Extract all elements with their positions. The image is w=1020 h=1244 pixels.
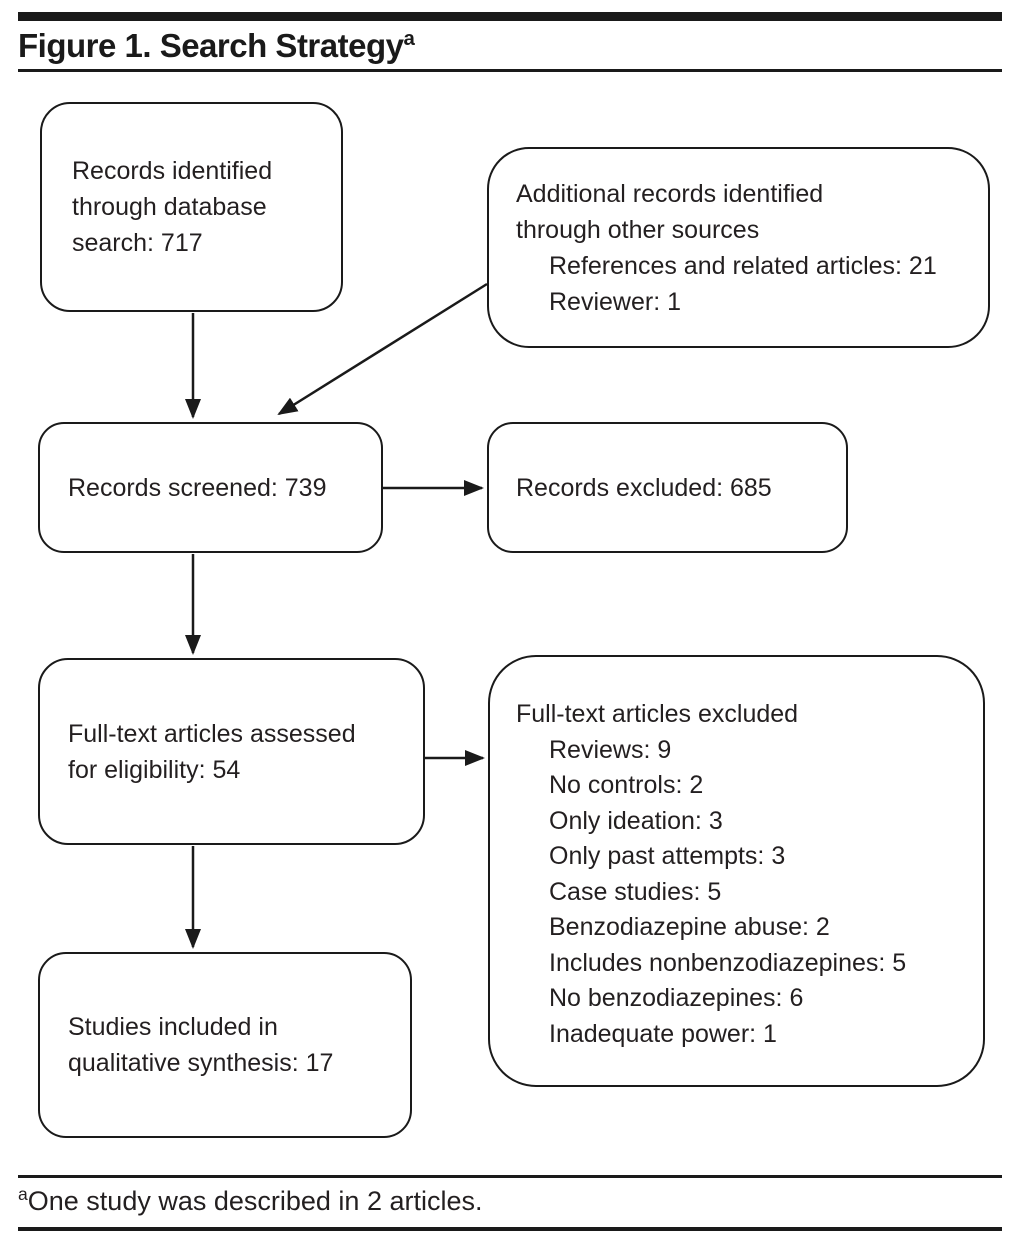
figure-title-text: Figure 1. Search Strategy: [18, 27, 404, 64]
box-line: Case studies: 5: [549, 877, 722, 906]
box-records-excluded: Records excluded: 685: [487, 422, 848, 553]
title-rule: [18, 69, 1002, 72]
box-line: Only ideation: 3: [549, 806, 723, 835]
box-line: Inadequate power: 1: [549, 1019, 777, 1048]
box-line: Reviewer: 1: [549, 288, 681, 316]
box-additional-records: Additional records identified through ot…: [487, 147, 990, 348]
footnote-text: One study was described in 2 articles.: [27, 1186, 483, 1216]
box-studies-included: Studies included in qualitative synthesi…: [38, 952, 412, 1138]
figure-title: Figure 1. Search Strategya: [18, 27, 415, 65]
box-line: References and related articles: 21: [549, 252, 937, 280]
box-fulltext-assessed: Full-text articles assessed for eligibil…: [38, 658, 425, 845]
figure-top-bar: [18, 12, 1002, 21]
box-line: Benzodiazepine abuse: 2: [549, 913, 830, 941]
box-line: Records excluded: 685: [516, 473, 772, 502]
box-line: Additional records identified: [516, 180, 824, 208]
box-line: for eligibility: 54: [68, 755, 241, 784]
box-fulltext-excluded: Full-text articles excluded Reviews: 9 N…: [488, 655, 985, 1087]
box-line: search: 717: [72, 229, 203, 257]
box-line: Includes nonbenzodiazepines: 5: [549, 948, 907, 977]
box-line: No benzodiazepines: 6: [549, 984, 804, 1012]
box-records-identified: Records identified through database sear…: [40, 102, 343, 312]
box-line: Full-text articles assessed: [68, 719, 356, 748]
footnote-rule-top: [18, 1175, 1002, 1178]
box-line: Studies included in: [68, 1013, 278, 1041]
box-line: Only past attempts: 3: [549, 842, 786, 870]
box-line: through other sources: [516, 216, 760, 244]
figure-footnote: aOne study was described in 2 articles.: [18, 1184, 483, 1217]
box-records-screened: Records screened: 739: [38, 422, 383, 553]
box-line: Reviews: 9: [549, 735, 672, 764]
box-line: No controls: 2: [549, 771, 704, 799]
figure-title-superscript: a: [403, 27, 415, 50]
box-line: Full-text articles excluded: [516, 700, 799, 728]
footnote-rule-bottom: [18, 1227, 1002, 1231]
box-line: through database: [72, 193, 267, 221]
box-line: qualitative synthesis: 17: [68, 1049, 334, 1077]
box-line: Records identified: [72, 157, 273, 185]
box-line: Records screened: 739: [68, 473, 327, 502]
footnote-superscript: a: [18, 1184, 28, 1204]
